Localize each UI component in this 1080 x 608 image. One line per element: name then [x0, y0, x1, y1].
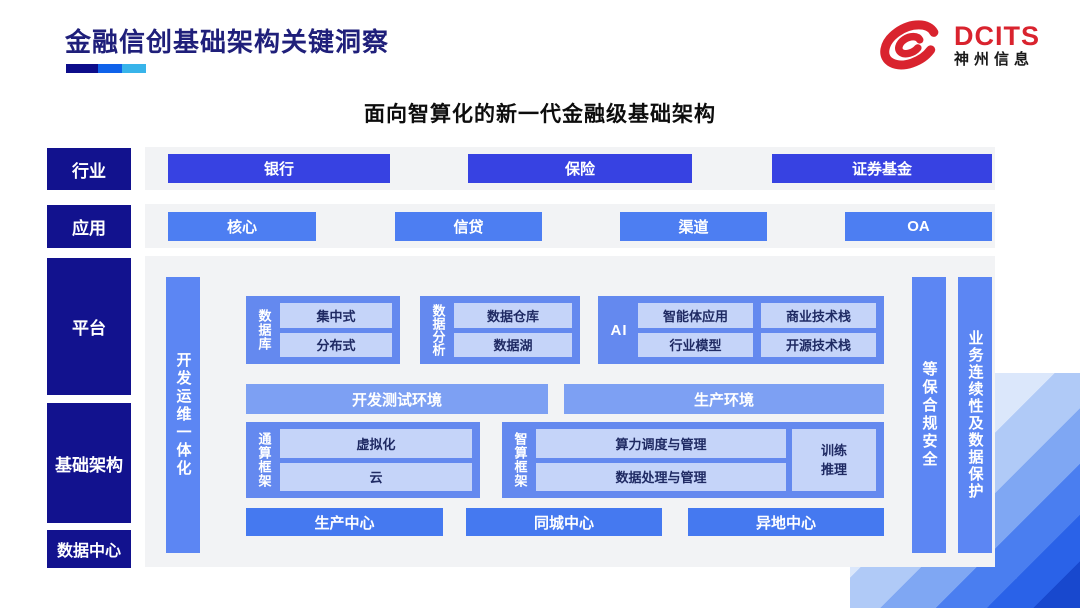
app-item-credit: 信贷 [395, 212, 542, 241]
group-database-label: 数据库 [256, 309, 272, 351]
intelligent-item-data-processing: 数据处理与管理 [536, 462, 786, 491]
industry-item-insurance: 保险 [468, 154, 692, 183]
group-analytics-label: 数据分析 [430, 304, 446, 356]
database-item-centralized: 集中式 [280, 303, 392, 328]
intelligent-item-compute-scheduling: 算力调度与管理 [536, 429, 786, 458]
center-production: 生产中心 [246, 508, 443, 536]
business-continuity-bar: 业务连续性及数据保护 [958, 277, 992, 553]
security-compliance-bar: 等保合规安全 [912, 277, 946, 553]
devops-bar: 开发运维一体化 [166, 277, 200, 553]
ai-item-industry-models: 行业模型 [638, 332, 753, 357]
page-title: 金融信创基础架构关键洞察 [65, 27, 390, 57]
sidebar-item-datacenter: 数据中心 [47, 530, 131, 568]
general-item-cloud: 云 [280, 462, 472, 491]
platform-panel: 开发运维一体化 等保合规安全 业务连续性及数据保护 数据库 集中式 分布式 数据… [145, 256, 995, 567]
analytics-item-warehouse: 数据仓库 [454, 303, 572, 328]
group-ai: AI 智能体应用 商业技术栈 行业模型 开源技术栈 [598, 296, 884, 364]
dcits-swirl-icon [880, 20, 939, 70]
sidebar-item-platform: 平台 [47, 258, 131, 395]
diagram-title: 面向智算化的新一代金融级基础架构 [364, 103, 716, 126]
app-item-oa: OA [845, 212, 992, 241]
group-ai-label: AI [610, 321, 628, 339]
industry-row: 银行 保险 证券基金 [145, 147, 995, 190]
group-intelligent-framework: 智算框架 算力调度与管理 数据处理与管理 训练 推理 [502, 422, 884, 498]
group-data-analytics: 数据分析 数据仓库 数据湖 [420, 296, 580, 364]
industry-item-securities-funds: 证券基金 [772, 154, 992, 183]
analytics-item-lake: 数据湖 [454, 332, 572, 357]
group-general-framework-label: 通算框架 [256, 432, 272, 488]
training-inference-box: 训练 推理 [792, 429, 876, 491]
center-same-city: 同城中心 [466, 508, 662, 536]
sidebar-item-infrastructure: 基础架构 [47, 403, 131, 523]
center-remote: 异地中心 [688, 508, 884, 536]
title-underline [66, 64, 146, 73]
env-dev-test: 开发测试环境 [246, 384, 548, 414]
app-item-channel: 渠道 [620, 212, 767, 241]
group-database: 数据库 集中式 分布式 [246, 296, 400, 364]
app-item-core: 核心 [168, 212, 316, 241]
ai-item-opensource-stack: 开源技术栈 [761, 332, 876, 357]
company-logo: DCITS 神州信息 [874, 16, 1040, 74]
group-general-framework: 通算框架 虚拟化 云 [246, 422, 480, 498]
general-item-virtualization: 虚拟化 [280, 429, 472, 458]
ai-item-agent-apps: 智能体应用 [638, 303, 753, 328]
database-item-distributed: 分布式 [280, 332, 392, 357]
sidebar-item-application: 应用 [47, 205, 131, 248]
industry-item-bank: 银行 [168, 154, 390, 183]
application-row: 核心 信贷 渠道 OA [145, 204, 995, 248]
logo-company: 神州信息 [954, 50, 1035, 68]
logo-brand: DCITS [954, 20, 1040, 51]
group-intelligent-framework-label: 智算框架 [512, 432, 528, 488]
ai-item-commercial-stack: 商业技术栈 [761, 303, 876, 328]
sidebar-item-industry: 行业 [47, 148, 131, 190]
env-production: 生产环境 [564, 384, 884, 414]
